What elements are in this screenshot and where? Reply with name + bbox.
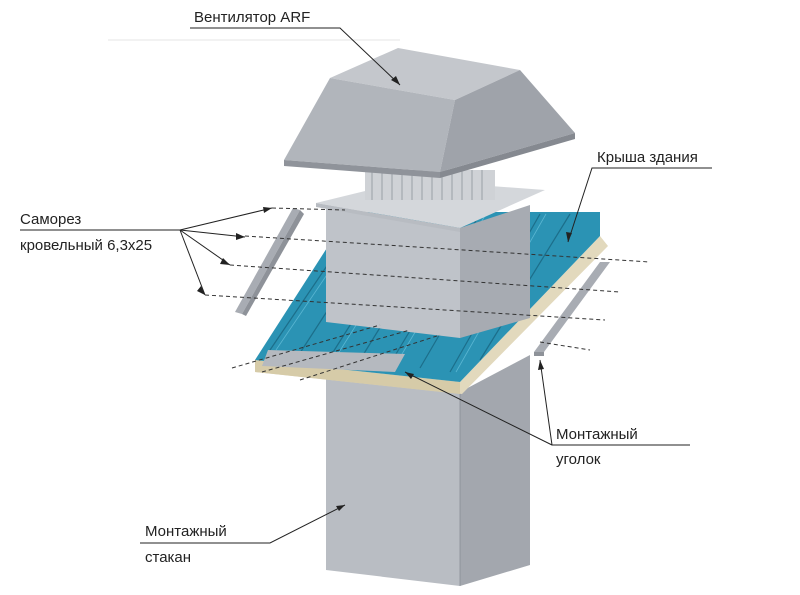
mounting-angle-left — [235, 208, 304, 316]
mounting-angle-right — [534, 262, 610, 356]
label-screw-line1: Саморез — [20, 211, 81, 228]
mounting-glass-lower — [326, 355, 530, 586]
label-angle-line2: уголок — [556, 451, 601, 468]
leader-lines — [20, 27, 712, 544]
mounting-glass-upper — [316, 180, 545, 338]
label-roof: Крыша здания — [597, 149, 698, 166]
label-angle-line1: Монтажный — [556, 426, 638, 443]
screw-guide-lines — [204, 207, 651, 381]
label-glass-line2: стакан — [145, 549, 191, 566]
fan-arf — [284, 48, 575, 200]
label-glass-line1: Монтажный — [145, 523, 227, 540]
mounting-angle-front — [262, 350, 405, 372]
label-fan: Вентилятор ARF — [194, 9, 310, 26]
label-screw-line2: кровельный 6,3х25 — [20, 237, 152, 254]
